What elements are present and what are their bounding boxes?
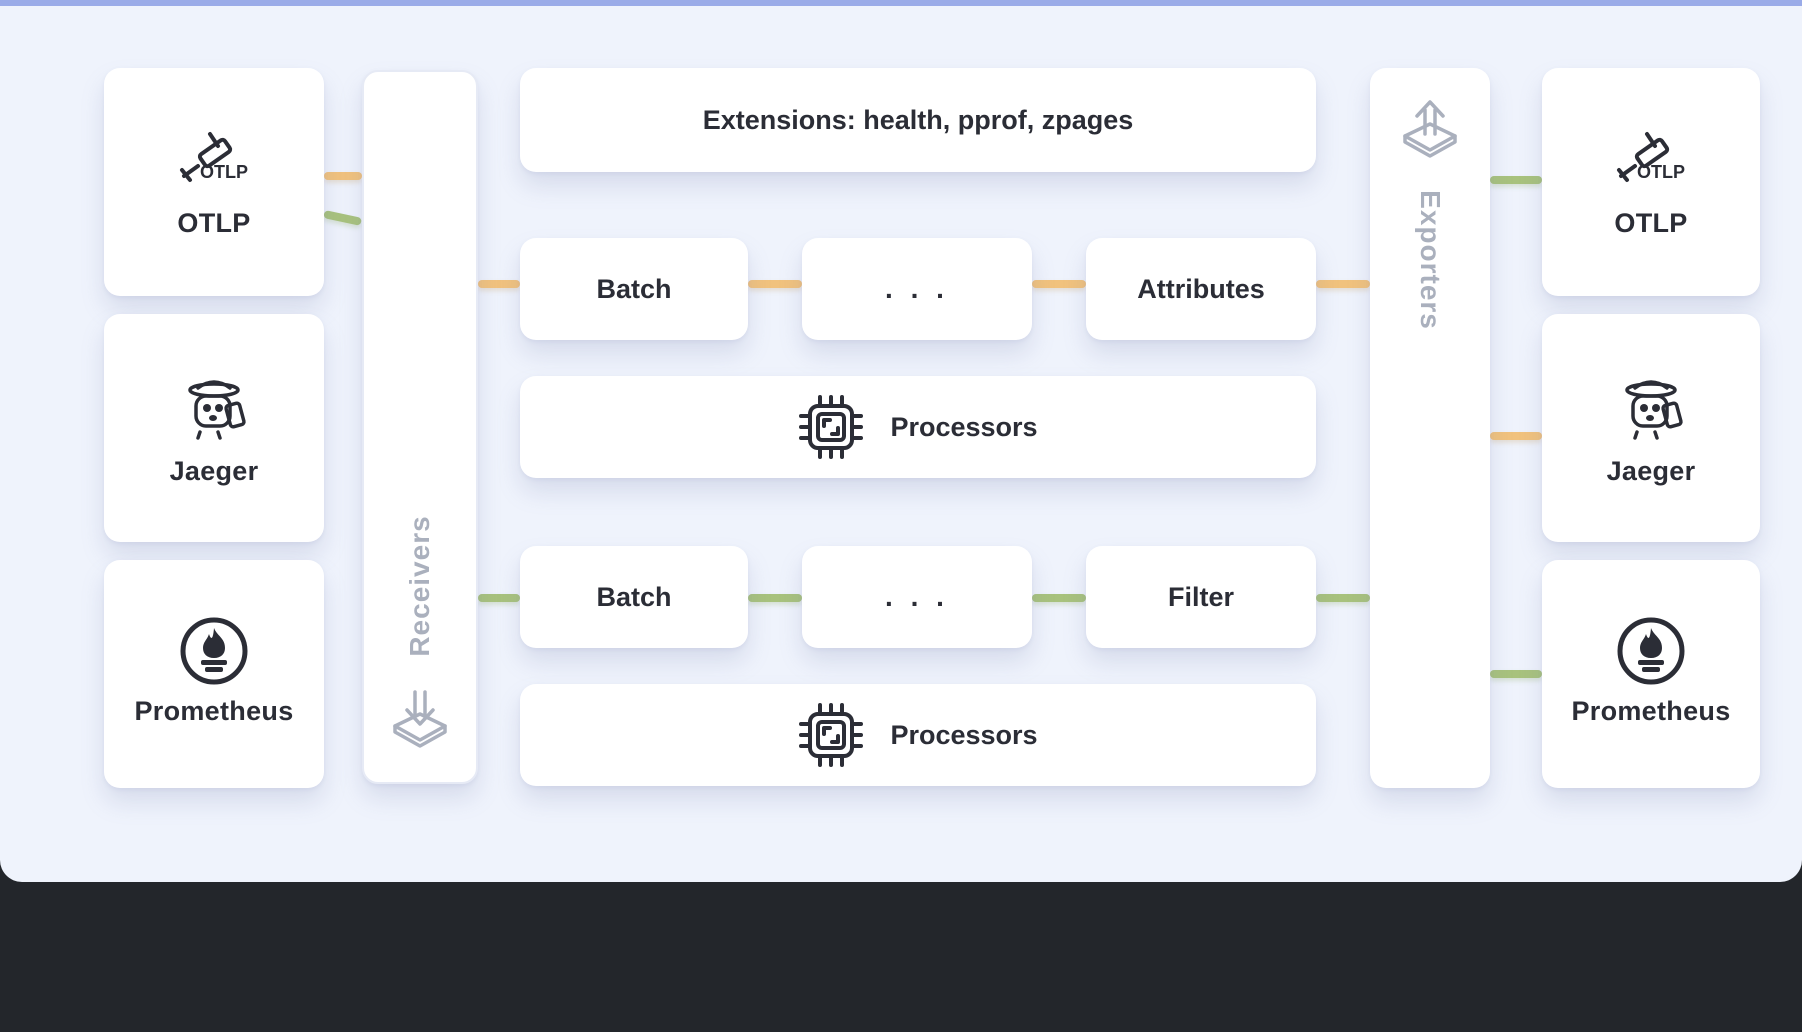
pipeline2-more-label: . . .: [885, 581, 949, 612]
extensions-box: Extensions: health, pprof, zpages: [520, 68, 1316, 172]
collector-diagram: OTLP OTLP Jaeger Prometheus: [0, 0, 1802, 882]
pipeline1-attributes: Attributes: [1086, 238, 1316, 340]
wire-filter-to-exporters: [1316, 594, 1370, 602]
pipeline1-batch-label: Batch: [596, 273, 672, 304]
pipeline2-more: . . .: [802, 546, 1032, 648]
pipeline2-batch-label: Batch: [596, 581, 672, 612]
pipeline2-batch: Batch: [520, 546, 748, 648]
receiver-prometheus-label: Prometheus: [134, 696, 294, 726]
svg-text:OTLP: OTLP: [200, 162, 248, 182]
jaeger-gopher-icon: [188, 380, 246, 440]
svg-text:OTLP: OTLP: [1637, 162, 1685, 182]
receiver-jaeger: Jaeger: [104, 314, 324, 542]
receivers-column: Receivers: [362, 70, 478, 784]
otlp-logo-icon: OTLP: [180, 132, 248, 182]
wire-exporters-to-jaeger: [1490, 432, 1542, 440]
exporter-jaeger: Jaeger: [1542, 314, 1760, 542]
exporter-otlp-label: OTLP: [1614, 208, 1688, 238]
wire-batch-to-dots-2: [748, 594, 802, 602]
wire-receivers-to-batch-2: [478, 594, 520, 602]
wire-otlp-to-receivers-green: [323, 210, 363, 226]
chip-icon: [799, 703, 864, 767]
pipeline2-processors: Processors: [520, 684, 1316, 786]
otlp-logo-icon: OTLP: [1617, 132, 1685, 182]
exporter-jaeger-label: Jaeger: [1606, 456, 1696, 486]
wire-attributes-to-exporters: [1316, 280, 1370, 288]
receivers-label: Receivers: [404, 515, 435, 657]
pipeline2-filter: Filter: [1086, 546, 1316, 648]
wire-exporters-to-prometheus: [1490, 670, 1542, 678]
exporter-prometheus: Prometheus: [1542, 560, 1760, 788]
exporters-label: Exporters: [1415, 190, 1446, 330]
wire-batch-to-dots-1: [748, 280, 802, 288]
wire-dots-to-attributes: [1032, 280, 1086, 288]
pipeline1-processors: Processors: [520, 376, 1316, 478]
wire-dots-to-filter: [1032, 594, 1086, 602]
upload-tray-icon: [1403, 100, 1457, 158]
receiver-otlp: OTLP OTLP: [104, 68, 324, 296]
receiver-otlp-label: OTLP: [177, 208, 251, 238]
pipeline2-processors-label: Processors: [890, 719, 1038, 750]
exporters-column: Exporters: [1370, 68, 1490, 788]
wire-receivers-to-batch-1: [478, 280, 520, 288]
chip-icon: [799, 395, 864, 459]
pipeline1-processors-label: Processors: [890, 411, 1038, 442]
accent-bar: [0, 0, 1802, 6]
exporter-otlp: OTLP OTLP: [1542, 68, 1760, 296]
pipeline2-filter-label: Filter: [1167, 581, 1234, 612]
download-tray-icon: [393, 690, 447, 748]
extensions-label: Extensions: health, pprof, zpages: [702, 104, 1134, 135]
pipeline1-more: . . .: [802, 238, 1032, 340]
footer-area: [0, 882, 1802, 1032]
prometheus-flame-icon: [1617, 617, 1685, 685]
pipeline1-attributes-label: Attributes: [1137, 273, 1265, 304]
pipeline1-batch: Batch: [520, 238, 748, 340]
prometheus-flame-icon: [180, 617, 248, 685]
exporter-prometheus-label: Prometheus: [1571, 696, 1731, 726]
pipeline1-more-label: . . .: [885, 273, 949, 304]
receiver-prometheus: Prometheus: [104, 560, 324, 788]
receiver-jaeger-label: Jaeger: [169, 456, 259, 486]
wire-exporters-to-otlp: [1490, 176, 1542, 184]
wire-otlp-to-receivers: [324, 172, 362, 180]
jaeger-gopher-icon: [1625, 380, 1683, 440]
